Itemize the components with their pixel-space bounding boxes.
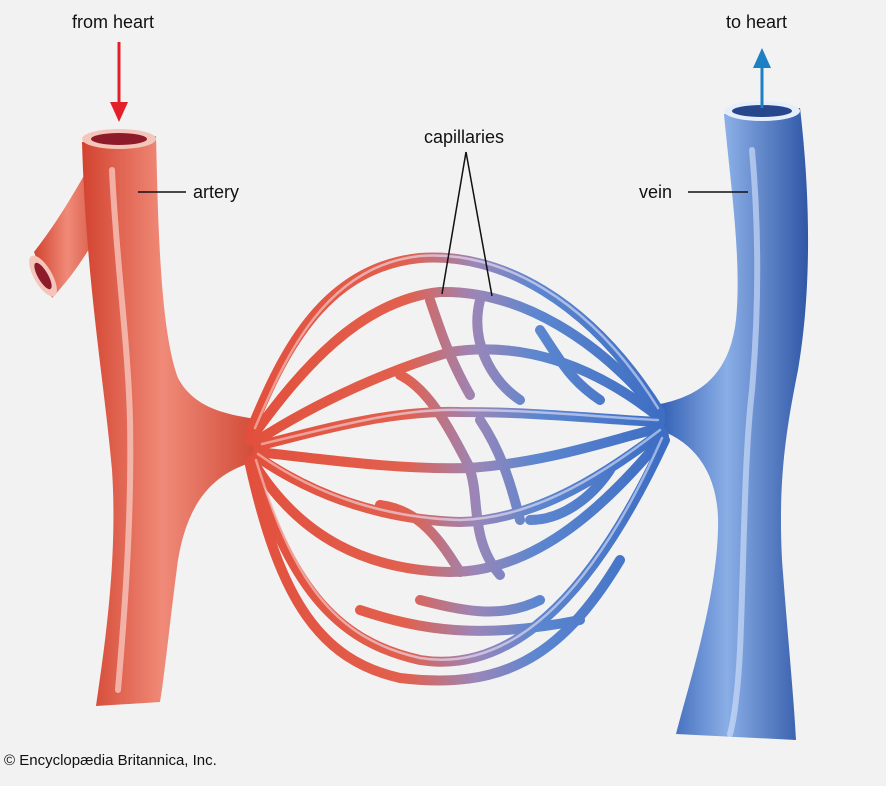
- capillary-vessel: [245, 286, 665, 445]
- capillary-vessel: [247, 431, 669, 578]
- to-heart-label: to heart: [726, 12, 788, 32]
- artery-vessel: [29, 129, 262, 706]
- artery-label: artery: [193, 182, 240, 202]
- artery-main-trunk: [82, 136, 262, 706]
- capillary-vessel: [475, 415, 525, 525]
- capillary-vessel: [355, 605, 585, 636]
- capillary-vessel: [465, 465, 505, 580]
- vein-lumen: [732, 105, 792, 117]
- capillary-highlight: [253, 254, 660, 430]
- vein-main-trunk: [660, 108, 809, 740]
- artery-highlight: [109, 167, 134, 693]
- artery-branch-lumen: [34, 262, 52, 290]
- capillary-vessel: [472, 295, 525, 405]
- vein-highlight: [727, 147, 761, 737]
- capillary-vessel: [525, 465, 615, 525]
- artery-lumen: [91, 133, 147, 145]
- to-heart-arrow: [753, 48, 771, 108]
- capillary-network: [245, 252, 670, 686]
- from-heart-arrow: [110, 42, 128, 122]
- capillary-vessel: [245, 252, 665, 437]
- capillaries-leader-line-left: [441, 151, 467, 295]
- capillary-highlight: [260, 408, 660, 446]
- capillary-vessel: [245, 460, 625, 686]
- vein-label: vein: [639, 182, 673, 202]
- capillaries-label: capillaries: [424, 127, 505, 147]
- from-heart-label: from heart: [72, 12, 155, 32]
- vein-vessel: [660, 101, 809, 740]
- capillary-vessel: [245, 435, 670, 667]
- capillaries-leader-line-right: [465, 151, 493, 297]
- capillary-vessel: [415, 595, 545, 617]
- capillary-vessel: [535, 325, 605, 405]
- capillary-vessel: [425, 295, 475, 400]
- capillary-highlight: [254, 436, 664, 661]
- capillary-highlight: [256, 428, 662, 522]
- copyright-credit: © Encyclopædia Britannica, Inc.: [4, 752, 217, 769]
- capillary-vessel: [375, 500, 465, 577]
- capillary-vessel: [395, 370, 475, 473]
